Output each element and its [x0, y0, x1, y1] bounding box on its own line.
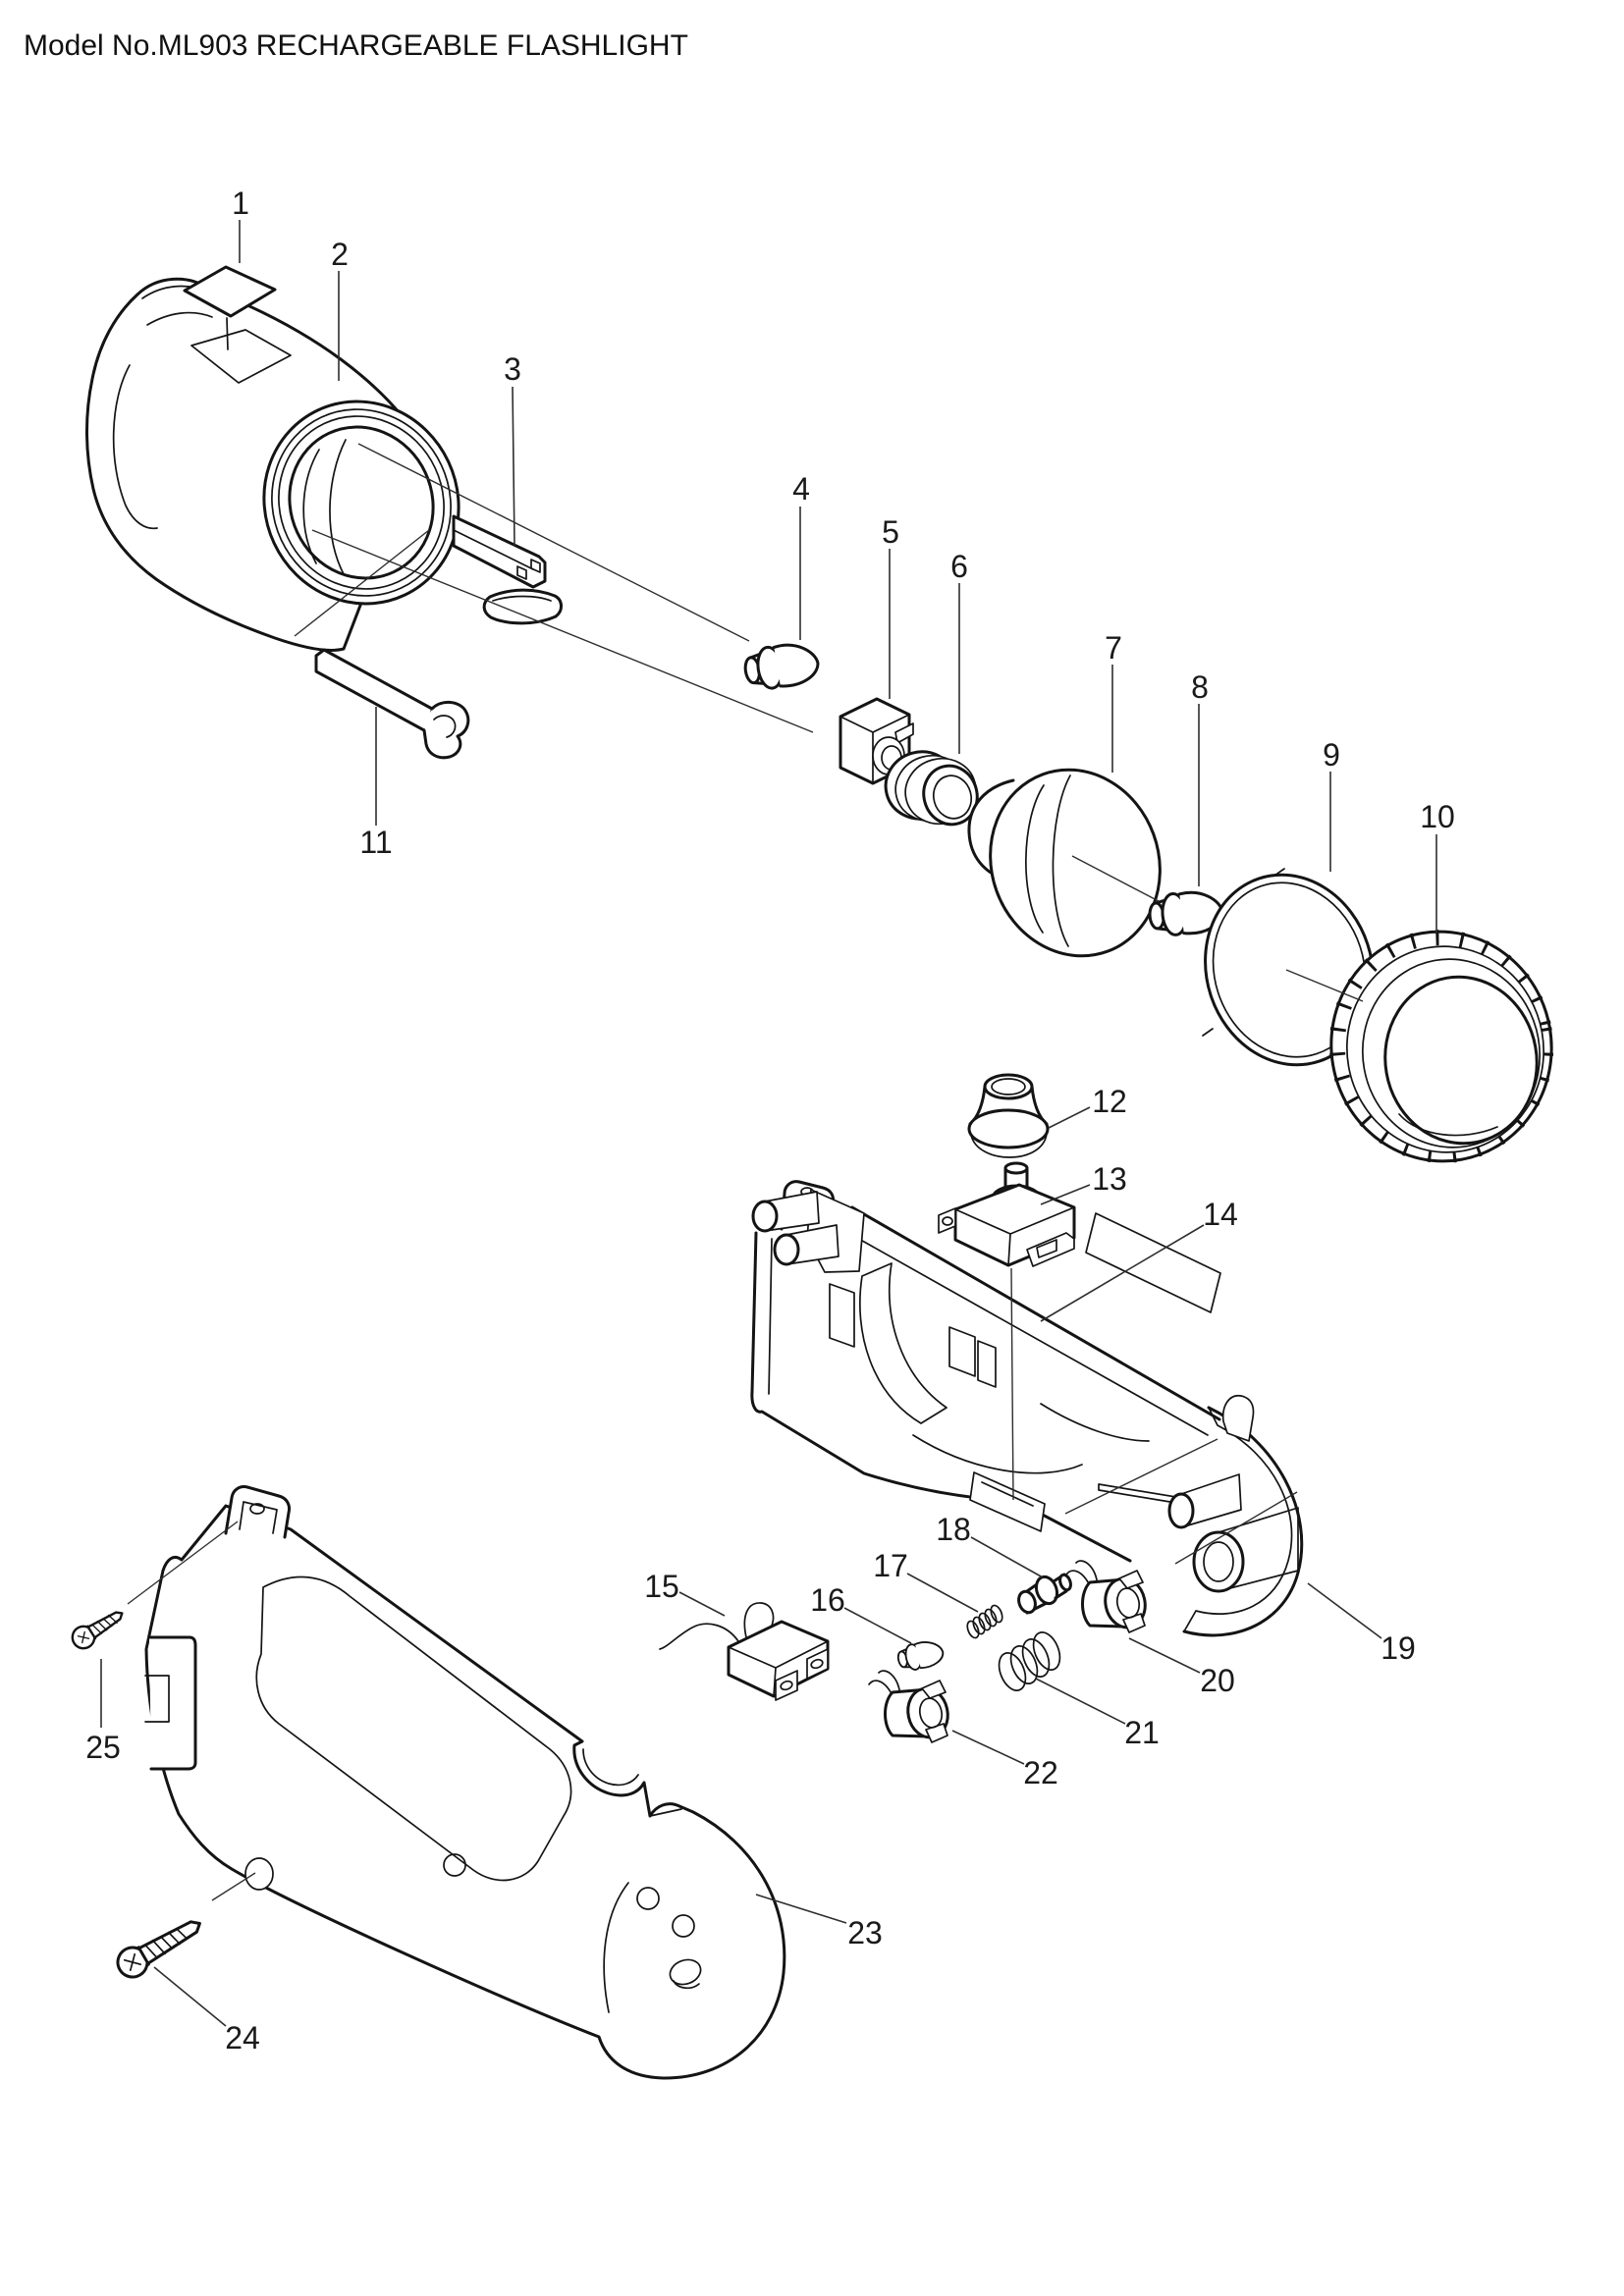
- part-15-thermostat: [659, 1602, 830, 1701]
- leader-line-part-21: [1035, 1678, 1126, 1725]
- part-25-screw: [71, 1611, 124, 1650]
- leader-line-part-3: [512, 386, 515, 547]
- part-number-6: 6: [950, 549, 968, 584]
- part-7-reflector: [967, 768, 1162, 958]
- axis-line-head-to-strap-11: [294, 529, 430, 637]
- part-24-screw: [116, 1920, 201, 1979]
- axis-line-switch-13-to-housing: [1010, 1267, 1014, 1501]
- leader-line-part-24: [153, 1966, 227, 2027]
- part-22-socket: [868, 1670, 949, 1743]
- leader-line-part-22: [951, 1730, 1025, 1765]
- part-number-15: 15: [644, 1569, 679, 1604]
- part-number-4: 4: [792, 471, 810, 507]
- part-3-contact-bracket: [452, 514, 563, 625]
- leader-line-part-15: [678, 1591, 726, 1617]
- part-13-switch: [938, 1161, 1076, 1267]
- part-number-13: 13: [1092, 1161, 1127, 1197]
- part-number-19: 19: [1380, 1630, 1416, 1666]
- part-6-socket-thread: [884, 750, 979, 827]
- part-number-14: 14: [1203, 1197, 1238, 1232]
- part-18-bulb-holder: [1017, 1573, 1072, 1615]
- part-2-head-cover: [84, 277, 460, 652]
- part-12-switch-cap: [967, 1073, 1050, 1158]
- part-number-18: 18: [936, 1512, 971, 1547]
- part-number-20: 20: [1200, 1663, 1235, 1698]
- part-14-label: [1085, 1212, 1221, 1313]
- leader-line-part-16: [843, 1607, 912, 1644]
- leader-line-part-14: [1040, 1224, 1205, 1322]
- axis-line-lens-to-ring-10: [1285, 969, 1364, 1002]
- axis-line-head-to-bulb-4: [357, 443, 750, 642]
- page-title: Model No.ML903 RECHARGEABLE FLASHLIGHT: [24, 29, 688, 62]
- axis-line-screw-24-to-boss: [211, 1872, 256, 1901]
- leader-line-part-23: [755, 1894, 847, 1924]
- part-number-17: 17: [873, 1548, 908, 1583]
- part-19-housing-half: [750, 1180, 1304, 1637]
- part-number-25: 25: [85, 1730, 121, 1765]
- part-10-lens-ring: [1328, 930, 1554, 1163]
- axis-line-holder-18-to-housing: [1064, 1438, 1218, 1515]
- part-number-9: 9: [1323, 737, 1340, 773]
- part-9-lens: [1202, 868, 1375, 1067]
- part-number-5: 5: [882, 514, 899, 550]
- part-number-24: 24: [225, 2020, 260, 2056]
- part-number-12: 12: [1092, 1084, 1127, 1119]
- leader-line-part-13: [1040, 1184, 1091, 1205]
- part-number-16: 16: [810, 1582, 845, 1618]
- part-16-bulb: [896, 1641, 945, 1671]
- part-number-22: 22: [1023, 1755, 1058, 1790]
- axis-line-reflector-to-bulb-8: [1071, 855, 1160, 902]
- part-number-8: 8: [1191, 669, 1209, 705]
- leader-line-part-17: [906, 1573, 979, 1613]
- axis-line-head-to-switch-5: [311, 529, 814, 733]
- part-17-spring: [966, 1604, 1003, 1639]
- part-number-1: 1: [232, 186, 249, 221]
- leader-line-part-12: [1048, 1106, 1091, 1129]
- part-number-3: 3: [504, 351, 521, 387]
- part-number-23: 23: [847, 1915, 883, 1950]
- part-number-7: 7: [1105, 630, 1122, 666]
- part-number-21: 21: [1124, 1715, 1160, 1750]
- part-20-socket: [1065, 1560, 1147, 1633]
- axis-line-socket-20-to-housing: [1174, 1491, 1298, 1565]
- part-number-10: 10: [1420, 799, 1455, 834]
- part-number-11: 11: [359, 825, 392, 860]
- axis-line-screw-25-to-clip: [127, 1521, 239, 1605]
- part-11-support-strap: [314, 648, 470, 760]
- part-1-name-plate: [183, 265, 277, 350]
- part-23-handle-half: [144, 1485, 786, 2080]
- part-21-spring: [998, 1631, 1061, 1691]
- part-4-bulb: [743, 643, 820, 690]
- leader-line-part-20: [1128, 1637, 1201, 1674]
- leader-line-part-18: [970, 1536, 1044, 1578]
- leader-line-part-19: [1307, 1582, 1382, 1639]
- part-number-2: 2: [331, 237, 349, 272]
